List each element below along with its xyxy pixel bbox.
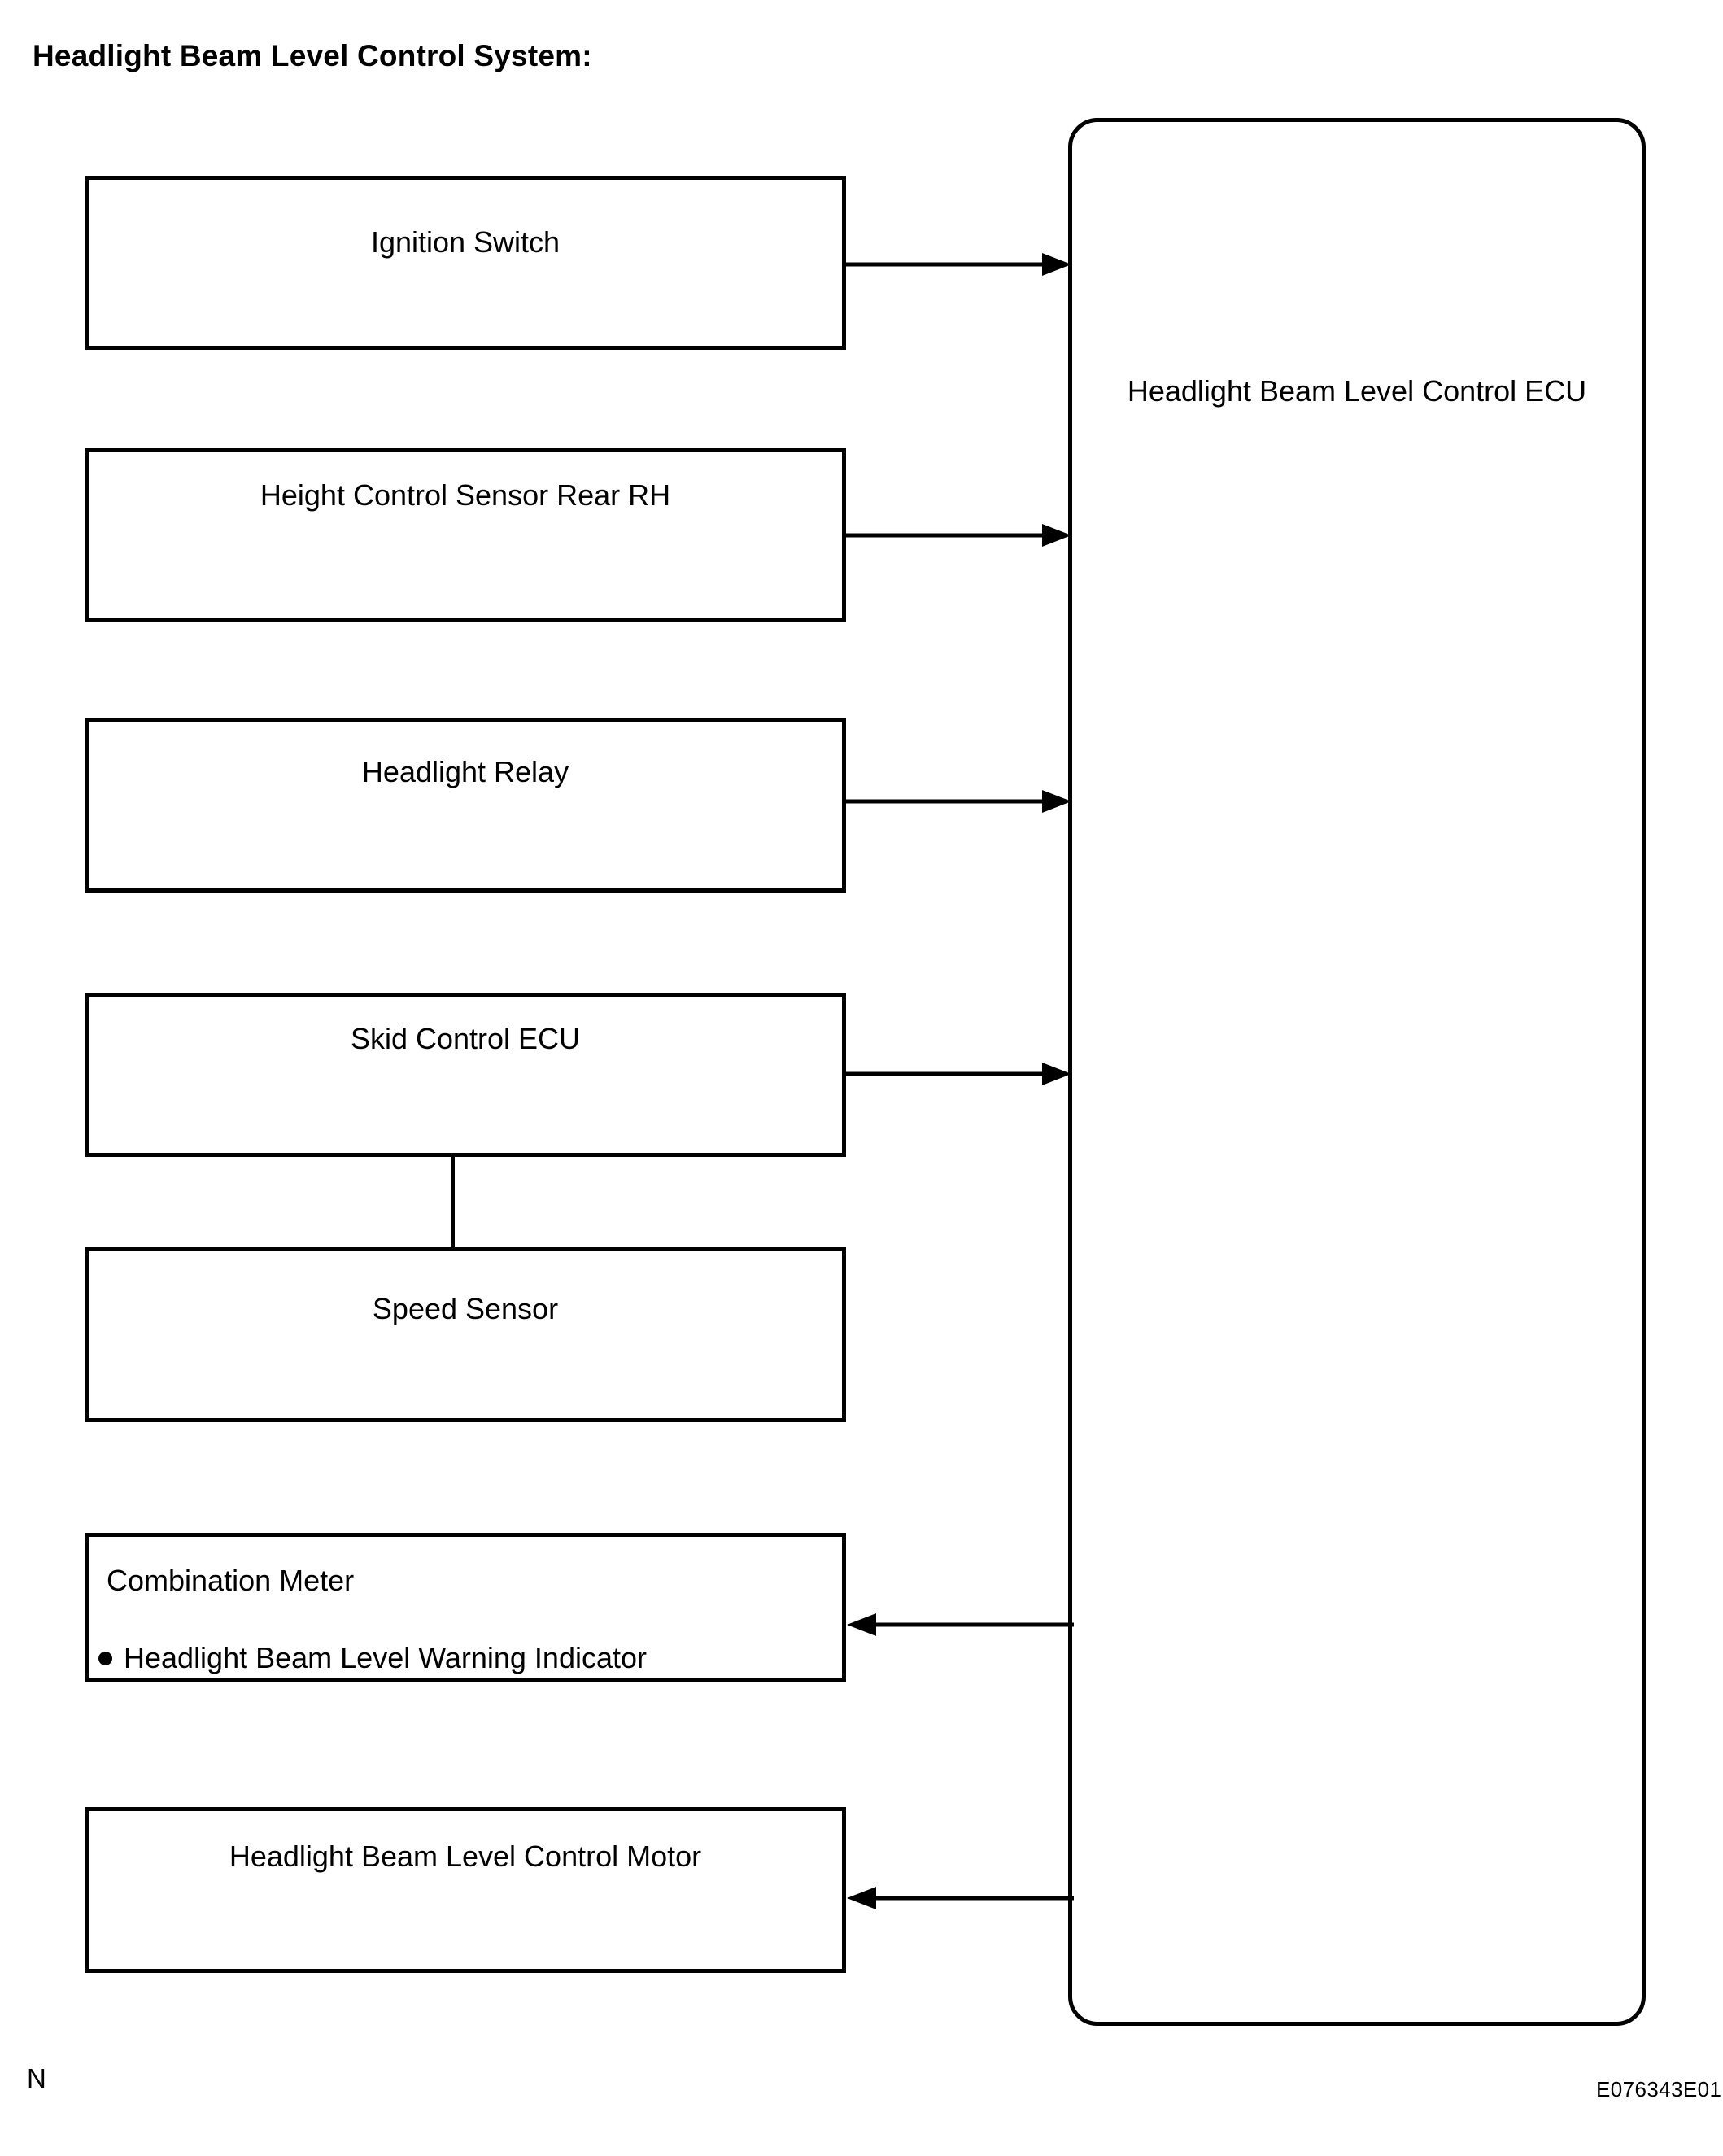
- node-label-height-control-sensor-rear-rh: Height Control Sensor Rear RH: [260, 478, 671, 512]
- node-combination-meter: Combination Meter Headlight Beam Level W…: [85, 1533, 846, 1682]
- footer-left-mark: N: [27, 2063, 46, 2093]
- arrow-ignition-switch-to-ecu: [844, 248, 1074, 281]
- node-headlight-beam-level-control-motor: Headlight Beam Level Control Motor: [85, 1807, 846, 1973]
- connector-skid-control-ecu-to-speed-sensor: [451, 1157, 455, 1249]
- arrow-ecu-to-combination-meter: [844, 1608, 1074, 1641]
- node-skid-control-ecu: Skid Control ECU: [85, 993, 846, 1157]
- node-height-control-sensor-rear-rh: Height Control Sensor Rear RH: [85, 448, 846, 622]
- node-label-ignition-switch: Ignition Switch: [370, 225, 561, 259]
- arrow-skid-control-ecu-to-ecu: [844, 1058, 1074, 1090]
- arrow-height-control-sensor-to-ecu: [844, 519, 1074, 552]
- node-label-skid-control-ecu: Skid Control ECU: [350, 1022, 581, 1055]
- arrow-headlight-relay-to-ecu: [844, 785, 1074, 818]
- combination-meter-title: Combination Meter: [107, 1564, 355, 1597]
- node-headlight-relay: Headlight Relay: [85, 718, 846, 893]
- node-label-headlight-relay: Headlight Relay: [361, 755, 569, 788]
- node-label-speed-sensor: Speed Sensor: [372, 1292, 559, 1325]
- figure-code: E076343E01: [1596, 2077, 1722, 2101]
- arrow-ecu-to-headlight-beam-level-control-motor: [844, 1882, 1074, 1914]
- headlight-beam-level-control-ecu-box: Headlight Beam Level Control ECU: [1068, 118, 1646, 2026]
- ecu-label: Headlight Beam Level Control ECU: [1127, 374, 1587, 408]
- combination-meter-bullet-label: Headlight Beam Level Warning Indicator: [124, 1641, 648, 1674]
- node-speed-sensor: Speed Sensor: [85, 1247, 846, 1422]
- bullet-dot-icon: [98, 1651, 112, 1665]
- page-title: Headlight Beam Level Control System:: [33, 39, 592, 72]
- node-label-headlight-beam-level-control-motor: Headlight Beam Level Control Motor: [229, 1840, 702, 1873]
- combination-meter-bullet-item: Headlight Beam Level Warning Indicator: [98, 1641, 647, 1675]
- node-ignition-switch: Ignition Switch: [85, 176, 846, 350]
